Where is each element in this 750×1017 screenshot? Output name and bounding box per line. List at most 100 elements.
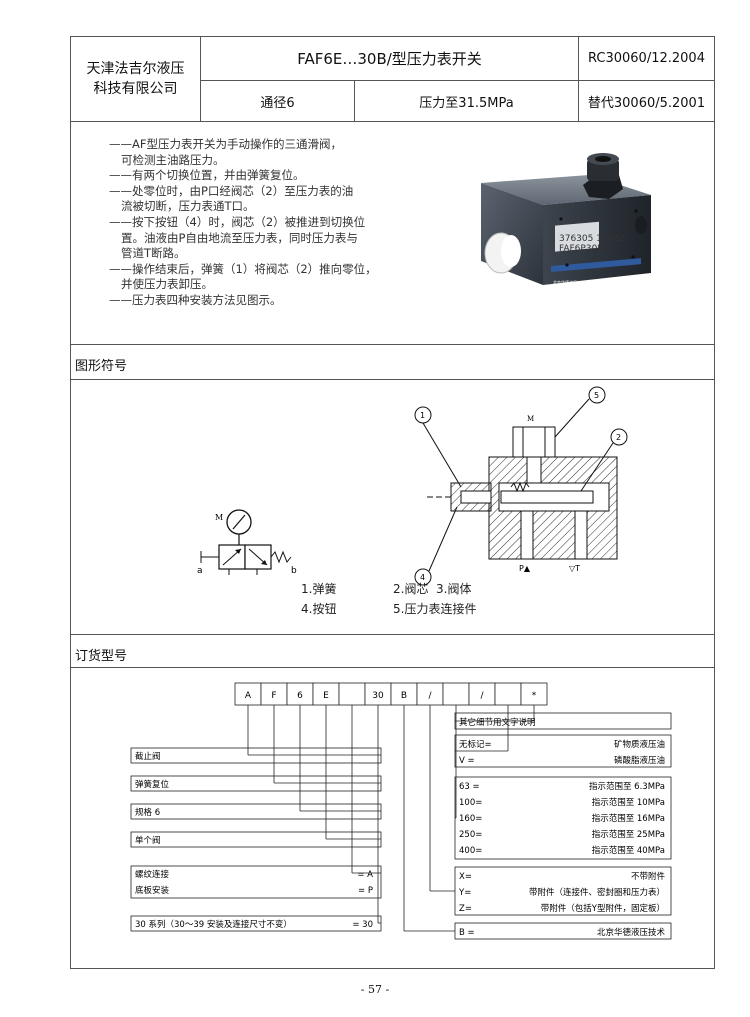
order-right-box [454,776,672,860]
order-left-label: 弹簧复位 [135,779,170,790]
order-left-label: 单个阀 [135,835,161,846]
order-right-label: 100= [459,798,482,808]
order-right-label: B = [459,928,475,938]
description-line: 并使压力表卸压。 [121,277,213,292]
company-line-2: 科技有限公司 [93,81,178,97]
order-right-value: 指示范围至 25MPa [592,829,665,840]
description-line: 置。油液由P自由地流至压力表，同时压力表与 [121,230,358,245]
order-left-box [130,803,382,820]
photo-label-3: 北京华德液压工业集团有限责任公司 [553,279,617,285]
divider [71,121,714,122]
replaces-code: 替代30060/5.2001 [587,95,706,111]
legend-item-3: 3.阀体 [436,582,472,596]
description-line: 管道T断路。 [121,246,186,261]
order-left-box [130,831,382,848]
company-line-1: 天津法吉尔液压 [86,61,185,77]
label-a: a [197,566,203,576]
divider [71,667,714,668]
gauge-connector [512,426,556,458]
order-left-value: = P [358,886,373,896]
order-left-box [130,775,382,792]
order-right-value: 指示范围至 10MPa [592,797,665,808]
order-right-value: 不带附件 [631,871,666,882]
label-M-section: M [527,415,534,423]
callout-4: 4 [420,573,425,582]
order-right-label: Y= [458,888,471,898]
legend-item-4: 4.按钮 [301,602,337,616]
page-number: - 57 - [360,983,390,996]
description-line: 流被切断，压力表通T口。 [121,199,255,214]
order-left-box [130,915,382,932]
description-line: ——有两个切换位置，并由弹簧复位。 [109,168,305,183]
description-line: ——按下按钮（4）时，阀芯（2）被推进到切换位 [109,214,366,229]
order-right-value: 北京华德液压技术 [597,927,666,938]
callout-1: 1 [420,411,425,420]
description-line: ——压力表四种安装方法见图示。 [109,292,282,307]
spool [500,490,594,504]
order-right-label: Z= [459,904,472,914]
code-box-text: 30 [372,691,384,701]
order-right-label: 160= [459,814,482,824]
section-order-title: 订货型号 [75,649,128,664]
order-left-value: = 30 [352,920,373,930]
order-left-box [130,747,382,764]
graphic-symbol-drawing: M a b M P▲ ▽T 1 5 [197,386,628,586]
document-code: RC30060/12.2004 [579,37,714,81]
datasheet-page: 天津法吉尔液压 科技有限公司 FAF6E…30B/型压力表开关 RC30060/… [70,36,715,969]
order-right-label: V = [459,756,475,766]
code-box-text: F [271,691,276,701]
callout-2: 2 [616,433,621,442]
code-box-text: * [532,691,537,701]
section-symbol-title: 图形符号 [75,359,128,374]
order-right-value: 带附件（包括Y型附件，固定板） [541,903,665,914]
code-box-text: / [428,691,432,701]
order-right-value: 矿物质液压油 [614,739,665,750]
label-P-port: P▲ [519,564,531,573]
description-line: 可检测主油路压力。 [121,152,225,167]
label-b: b [291,566,297,576]
order-right-label: 无标记= [459,739,492,750]
order-right-value: 指示范围至 6.3MPa [589,781,665,792]
header-table: 天津法吉尔液压 科技有限公司 FAF6E…30B/型压力表开关 RC30060/… [71,37,714,121]
legend-item-2: 2.阀芯 [393,582,429,596]
code-box [494,682,522,706]
order-left-value: = A [357,870,373,880]
photo-label-1: 376305 10002 [559,234,625,244]
legend-item-5: 5.压力表连接件 [393,602,477,616]
description-line: ——处零位时，由P口经阀芯（2）至压力表的油 [109,183,354,198]
order-right-value: 带附件（连接件、密封圈和压力表） [529,887,665,898]
label-M-left: M [215,513,223,522]
product-title: FAF6E…30B/型压力表开关 [201,37,579,81]
pressure-rating: 压力至31.5MPa [355,81,579,121]
code-box-text: B [401,691,407,701]
code-box-text: / [480,691,484,701]
nominal-size: 通径6 [201,81,355,121]
order-left-label: 规格 6 [135,807,160,818]
code-box-text: E [323,691,329,701]
order-left-label: 30 系列（30～39 安装及连接尺寸不变） [135,919,292,930]
callout-5: 5 [594,391,599,400]
divider [71,634,714,635]
code-box-text: A [245,691,252,701]
order-right-value: 指示范围至 40MPa [592,845,665,856]
order-left-label: 螺纹连接 [135,869,170,880]
label-T-port: ▽T [569,564,580,573]
order-right-value: 磷酸脂液压油 [614,755,665,766]
order-right-box [454,866,672,916]
order-left-box [130,865,382,899]
photo-label-2: FAF6P30B/Y [559,244,612,254]
order-right-value: 指示范围至 16MPa [592,813,665,824]
order-left-label: 截止阀 [135,751,161,762]
order-right-label: 其它细节用文字说明 [459,717,536,728]
order-right-label: 63 = [459,782,480,792]
order-right-label: 400= [459,846,482,856]
order-right-label: 250= [459,830,482,840]
order-left-label: 底板安装 [135,885,170,896]
order-right-label: X= [459,872,472,882]
description-list: ——AF型压力表开关为手动操作的三通滑阀，可检测主油路压力。——有两个切换位置，… [109,137,439,309]
divider [71,379,714,380]
divider [71,344,714,345]
description-line: ——AF型压力表开关为手动操作的三通滑阀， [109,137,342,151]
company-name: 天津法吉尔液压 科技有限公司 [71,37,201,121]
